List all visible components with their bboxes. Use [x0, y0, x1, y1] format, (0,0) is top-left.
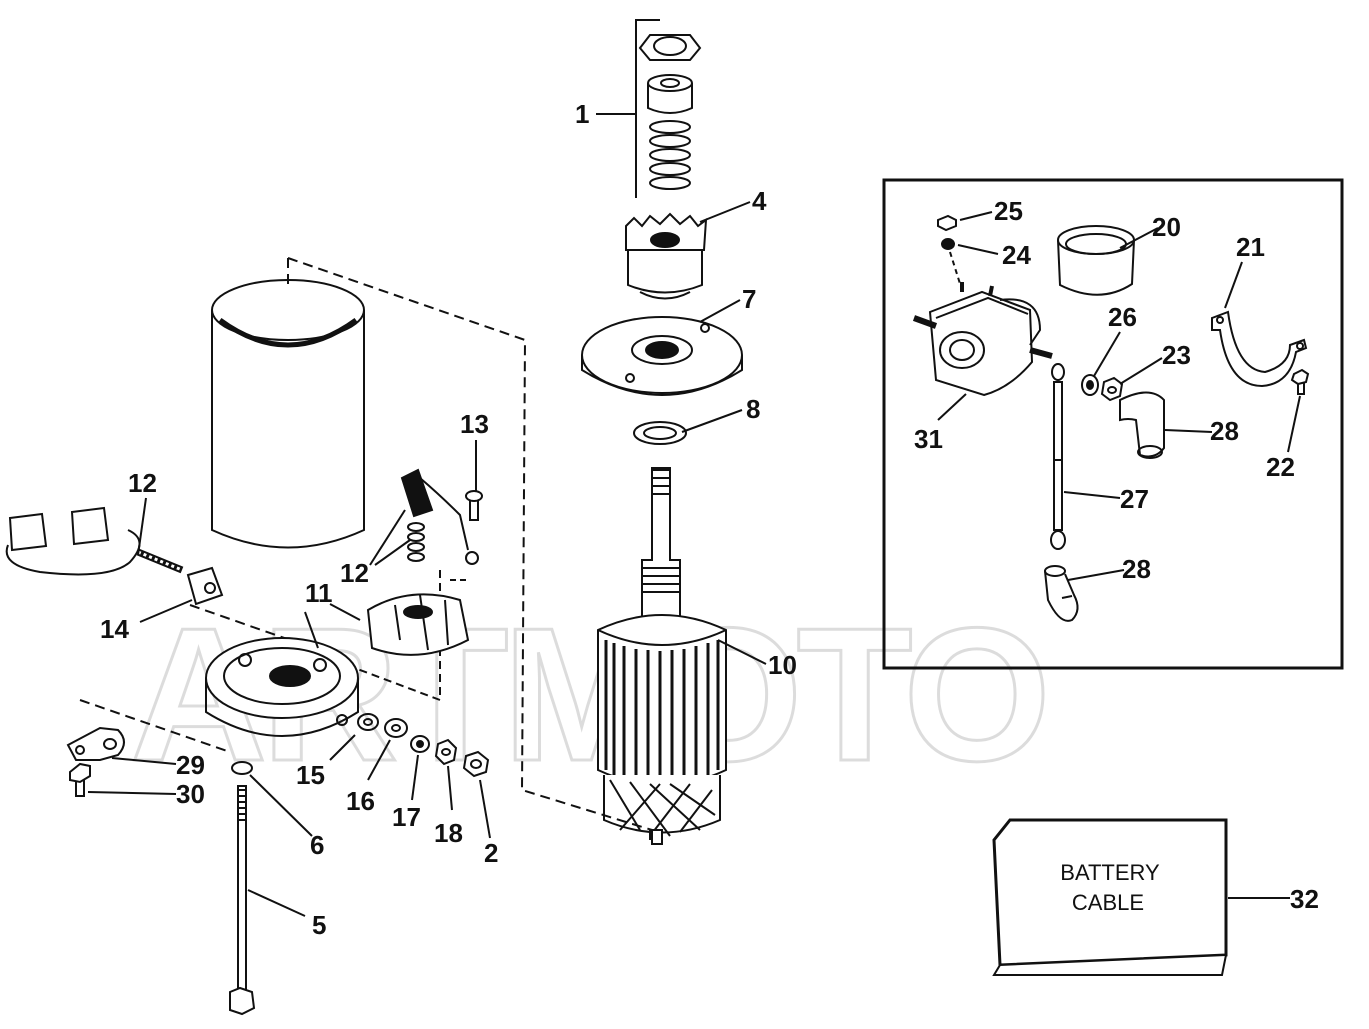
- bolt-washer-icon: [231, 761, 253, 775]
- label-part: 18: [434, 818, 463, 848]
- brush-holder-icon: [366, 593, 470, 656]
- label-part: 11: [305, 578, 333, 608]
- label-part: 29: [176, 750, 205, 780]
- label-part: 4: [752, 186, 767, 216]
- leader-lines: [87, 113, 1301, 917]
- label-part: 8: [746, 394, 760, 424]
- label-part: 21: [1236, 232, 1265, 262]
- label-part: 6: [310, 830, 324, 860]
- battery-box-line2: CABLE: [1072, 890, 1144, 915]
- pinion-gear-icon: [625, 212, 708, 300]
- brush-spring-icon: [400, 468, 469, 562]
- lock-washer-icon: [410, 735, 430, 753]
- thru-bolt-icon: [229, 785, 256, 1016]
- solenoid-nut-icon: [937, 214, 957, 232]
- battery-cable-box-icon: [992, 818, 1228, 976]
- label-part: 30: [176, 779, 205, 809]
- label-part: 28: [1210, 416, 1239, 446]
- solenoid-boot-icon: [1057, 225, 1135, 296]
- label-part: 22: [1266, 452, 1295, 482]
- cable-boot-upper-icon: [1119, 391, 1165, 459]
- label-part: 15: [296, 760, 325, 790]
- collar-icon: [647, 74, 693, 114]
- flat-washer-icon: [384, 718, 408, 738]
- label-part: 32: [1290, 884, 1319, 914]
- part-labels: 1 4 7 8 10 13 12 12 11 14 15 16 17 18 2 …: [100, 99, 1319, 940]
- label-part: 27: [1120, 484, 1149, 514]
- armature-icon: [597, 467, 727, 845]
- drive-spring-icon: [649, 120, 691, 190]
- battery-box-line1: BATTERY: [1060, 860, 1160, 885]
- bracket-screw-icon: [69, 762, 91, 797]
- washer-insulator-icon: [357, 713, 379, 731]
- label-part: 25: [994, 196, 1023, 226]
- label-part: 16: [346, 786, 375, 816]
- positive-cable-icon: [1050, 363, 1066, 550]
- label-part: 31: [914, 424, 943, 454]
- solenoid-icon: [912, 282, 1053, 397]
- label-part: 13: [460, 409, 489, 439]
- label-part: 12: [128, 468, 157, 498]
- label-part: 17: [392, 802, 421, 832]
- label-part: 20: [1152, 212, 1181, 242]
- terminal-nut-icon: [462, 750, 490, 778]
- cable-boot-lower-icon: [1044, 565, 1079, 622]
- solenoid-inset-frame: [882, 178, 1344, 670]
- terminal-insulator-icon: [186, 566, 224, 606]
- label-part: 28: [1122, 554, 1151, 584]
- label-part: 5: [312, 910, 326, 940]
- label-part: 10: [768, 650, 797, 680]
- drive-end-cap-icon: [581, 316, 743, 396]
- bracket-item-1: [635, 19, 660, 198]
- label-part: 14: [100, 614, 129, 644]
- solenoid-washer-icon: [1081, 374, 1099, 396]
- label-part: 23: [1162, 340, 1191, 370]
- starter-nut-icon: [638, 34, 702, 61]
- mounting-bracket-icon: [1211, 310, 1308, 388]
- solenoid-terminal-nut-icon: [1100, 376, 1124, 402]
- alignment-lines: [79, 257, 653, 831]
- solenoid-lockwasher-icon: [941, 238, 955, 250]
- brush-screw-icon: [465, 490, 483, 565]
- commutator-end-cap-icon: [205, 637, 359, 737]
- label-part: 12: [340, 558, 369, 588]
- brush-lead-assembly-icon: [5, 506, 184, 576]
- thrust-washer-icon: [633, 421, 687, 445]
- label-part: 24: [1002, 240, 1031, 270]
- starter-frame-icon: [211, 279, 365, 549]
- label-part: 2: [484, 838, 498, 868]
- label-part: 26: [1108, 302, 1137, 332]
- label-part: 1: [575, 99, 589, 129]
- bracket-bolt-icon: [1290, 368, 1310, 395]
- bracket-clamp-icon: [66, 726, 125, 761]
- label-part: 7: [742, 284, 756, 314]
- hex-nut-icon: [434, 738, 458, 766]
